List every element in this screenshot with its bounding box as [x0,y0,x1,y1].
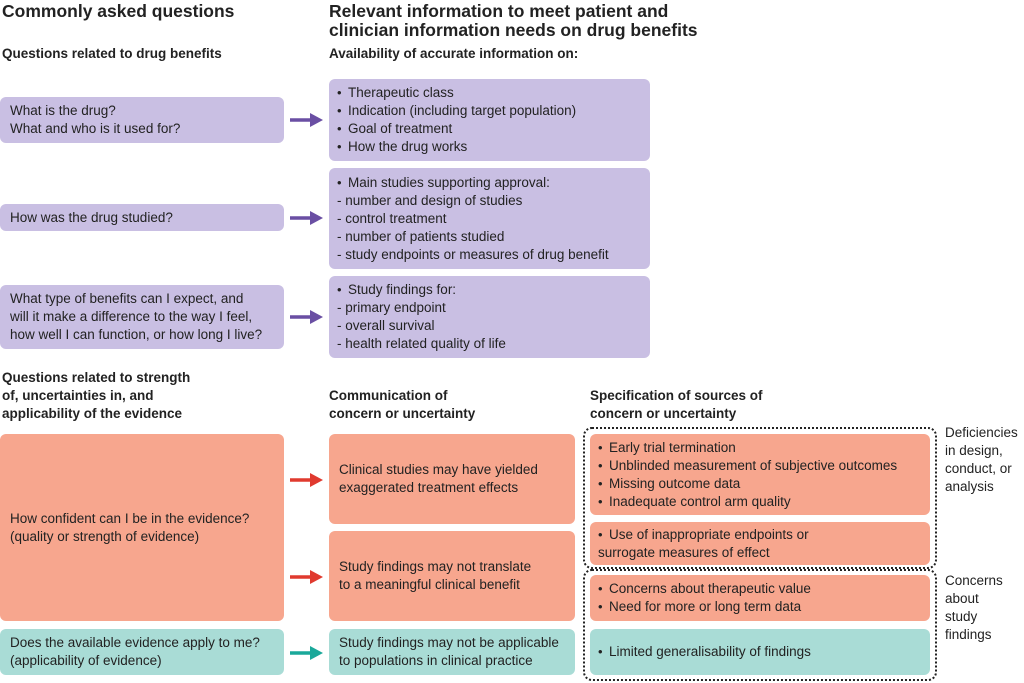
specification-heading: Specification of sources of concern or u… [590,388,763,421]
question-how-studied: How was the drug studied? [0,204,284,231]
info-drug-basics: Therapeutic class Indication (including … [329,79,650,161]
benefits-questions-heading: Questions related to drug benefits [2,46,222,61]
dotted-group-deficiencies [583,427,937,569]
spec-inappropriate-endpoints: Use of inappropriate endpoints or surrog… [590,522,930,565]
spec-limited-generalisability: Limited generalisability of findings [590,629,930,675]
communication-exaggerated-effects: Clinical studies may have yielded exagge… [329,434,575,524]
strength-questions-heading: Questions related to strength of, uncert… [2,370,191,421]
info-study-findings: Study findings for: - primary endpoint -… [329,276,650,358]
communication-heading: Communication of concern or uncertainty [329,388,476,421]
question-confidence-in-evidence: How confident can I be in the evidence? … [0,434,284,621]
side-label-concerns: Concerns about study findings [945,573,1003,642]
communication-not-applicable: Study findings may not be applicable to … [329,629,575,675]
spec-design-deficiencies: Early trial termination Unblinded measur… [590,434,930,515]
arrow-applicability-icon [290,646,323,660]
question-expected-benefits: What type of benefits can I expect, and … [0,285,284,349]
availability-heading: Availability of accurate information on: [329,46,579,61]
question-applicability: Does the available evidence apply to me?… [0,629,284,675]
dotted-group-concerns [583,569,937,681]
left-column-title: Commonly asked questions [2,1,235,21]
arrow-exaggerated-icon [290,473,323,487]
side-label-deficiencies: Deficiencies in design, conduct, or anal… [945,425,1018,494]
question-what-is-drug: What is the drug? What and who is it use… [0,97,284,143]
spec-therapeutic-value: Concerns about therapeutic value Need fo… [590,575,930,621]
arrow-row2-icon [290,211,323,225]
right-column-title: Relevant information to meet patient and… [329,1,698,40]
info-study-design: Main studies supporting approval: - numb… [329,168,650,269]
arrow-row1-icon [290,113,323,127]
arrow-not-translate-icon [290,570,323,584]
arrow-row3-icon [290,310,323,324]
communication-not-translate: Study findings may not translate to a me… [329,531,575,621]
